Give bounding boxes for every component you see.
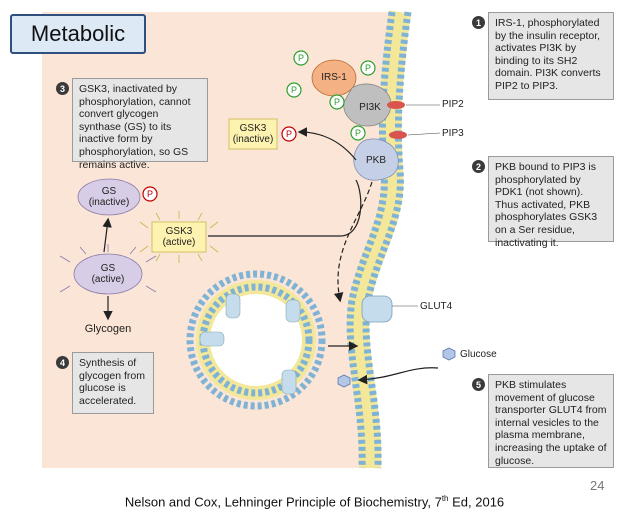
step-4-badge: 4 — [56, 356, 69, 369]
step-3-note: GSK3, inactivated by phosphorylation, ca… — [72, 78, 208, 171]
step-2-badge: 2 — [472, 160, 485, 173]
page-number: 24 — [590, 478, 605, 493]
gsk3-active-label: GSK3 (active) — [152, 226, 206, 248]
citation-prefix: Nelson and Cox, Lehninger Principle of B… — [124, 494, 442, 510]
pip2-lipid — [387, 101, 405, 109]
arrow-pkb-to-gsk3 — [297, 127, 357, 161]
glycogen-label: Glycogen — [84, 323, 132, 335]
step-1-note: IRS-1, phosphorylated by the insulin rec… — [488, 12, 614, 100]
arrow-glucose-uptake — [357, 367, 439, 385]
pkb-protein — [353, 138, 399, 181]
gsk3-inactive-node — [228, 118, 278, 150]
phosphate-gs: P — [146, 189, 153, 199]
gsk3-inactive-label: GSK3 (inactive) — [229, 123, 277, 145]
pip2-label: PIP2 — [442, 99, 464, 110]
gs-inactive-line1: GS — [101, 186, 117, 197]
gs-inactive-label: GS (inactive) — [78, 186, 140, 208]
gsk3-active-line1: GSK3 — [165, 226, 193, 237]
pip3-lipid — [389, 131, 407, 139]
glut4-transporter — [361, 295, 393, 323]
phosphate-2: P — [290, 85, 297, 95]
glucose-outside-icon — [442, 347, 456, 361]
pip3-label: PIP3 — [442, 128, 464, 139]
step-4-note: Synthesis of glycogen from glucose is ac… — [72, 352, 154, 414]
citation-suffix: Ed, 2016 — [448, 494, 505, 510]
gs-active-label: GS (active) — [74, 263, 142, 285]
gs-active-node — [59, 244, 157, 304]
pi3k-protein — [343, 83, 392, 127]
phosphate-3: P — [333, 97, 340, 107]
gsk3-active-node — [139, 211, 219, 263]
phosphate-5: P — [354, 128, 361, 138]
pi3k-label: PI3K — [359, 102, 381, 113]
step-3-badge: 3 — [56, 82, 69, 95]
arrow-gsk3active-to-gsk3inactive — [208, 179, 362, 237]
phosphate-1: P — [297, 53, 304, 63]
arrow-gsactive-to-gsinactive — [102, 217, 112, 253]
gs-inactive-line2: (inactive) — [88, 197, 130, 208]
glucose-inside-icon — [337, 374, 351, 388]
gsk3-active-line2: (active) — [162, 237, 196, 248]
gsk3-inactive-line1: GSK3 — [239, 123, 267, 134]
phosphate-gsk3: P — [285, 129, 292, 139]
citation-sup: th — [441, 494, 449, 503]
phosphate-markers-irs1 — [286, 50, 376, 141]
citation: Nelson and Cox, Lehninger Principle of B… — [0, 494, 629, 509]
gs-active-line2: (active) — [91, 274, 125, 285]
glucose-label: Glucose — [460, 349, 497, 360]
step-5-note: PKB stimulates movement of glucose trans… — [488, 374, 614, 468]
phosphate-4: P — [364, 63, 371, 73]
arrow-pkb-to-glut4-dashed — [333, 181, 373, 303]
step-1-badge: 1 — [472, 16, 485, 29]
irs1-label: IRS-1 — [321, 72, 347, 83]
glut4-label: GLUT4 — [420, 301, 453, 312]
glut4-vesicle — [186, 270, 326, 410]
step-5-badge: 5 — [472, 378, 485, 391]
slide-title: Metabolic — [10, 14, 146, 54]
step-2-note: PKB bound to PIP3 is phosphorylated by P… — [488, 156, 614, 249]
gs-active-line1: GS — [100, 263, 116, 274]
pkb-label: PKB — [365, 155, 386, 166]
gs-inactive-node — [77, 178, 141, 216]
gsk3-inactive-line2: (inactive) — [232, 134, 274, 145]
